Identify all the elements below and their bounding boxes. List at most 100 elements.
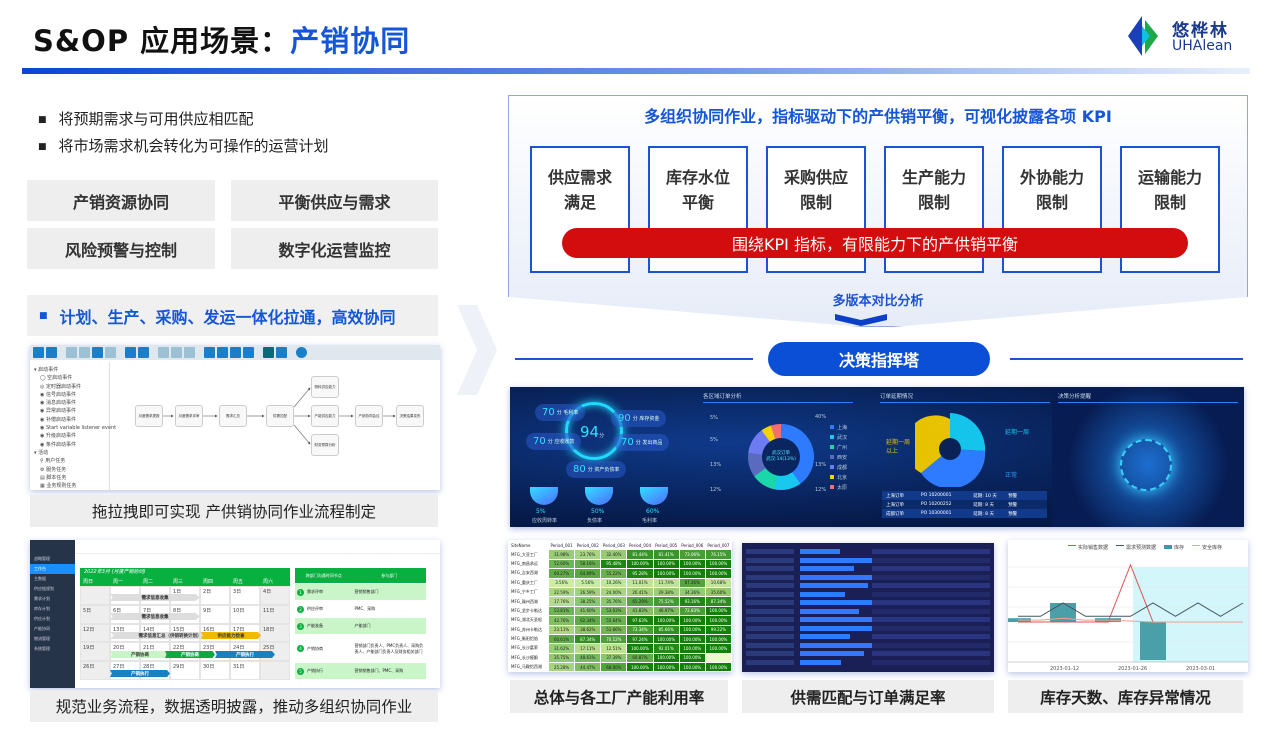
flow-node[interactable]: 物料供应能力 xyxy=(311,376,339,398)
flow-node[interactable]: 需求汇总 xyxy=(219,405,247,427)
calendar-day[interactable]: 5日 xyxy=(80,604,110,624)
flow-node[interactable]: 月度需求提报 xyxy=(135,405,163,427)
palette-item[interactable]: ◉ 升级启动事件 xyxy=(40,433,76,440)
sidebar-item[interactable]: 供应链规划 xyxy=(34,586,54,591)
sidebar-item[interactable]: 战略管理 xyxy=(34,556,50,561)
zoom-reset-icon[interactable] xyxy=(230,347,241,358)
help-icon[interactable] xyxy=(296,347,307,358)
palette-item[interactable]: ◉ 异常启动事件 xyxy=(40,408,76,415)
column-header[interactable]: SiteName xyxy=(508,539,549,551)
legend-item[interactable]: 需求预测数据 xyxy=(1116,544,1156,551)
palette-item[interactable]: ▦ 业务规则任务 xyxy=(40,483,77,490)
sidebar-item[interactable]: 工作台 xyxy=(30,564,75,574)
route-icon[interactable] xyxy=(276,347,287,358)
palette-item[interactable]: ◉ Start variable listener event xyxy=(40,425,117,432)
calendar-day[interactable]: 18日 xyxy=(260,623,290,643)
calendar-day[interactable]: 31日 xyxy=(230,661,260,680)
calendar-day[interactable]: 19日 xyxy=(80,642,110,662)
legend-item[interactable]: 安全库存 xyxy=(1192,544,1222,551)
sidebar-item[interactable]: 主数据 xyxy=(34,576,46,581)
flow-node[interactable]: 决策结果发布 xyxy=(396,405,424,427)
column-header[interactable]: Period_002 xyxy=(574,539,602,551)
calendar-day[interactable]: 26日 xyxy=(80,661,110,680)
calendar-day[interactable] xyxy=(260,661,290,680)
palette-item[interactable]: ▾ 活动 xyxy=(34,449,49,456)
paste-icon[interactable] xyxy=(92,347,103,358)
palette-item[interactable]: ◉ 补偿启动事件 xyxy=(40,416,76,423)
fit-icon[interactable] xyxy=(243,347,254,358)
palette-item[interactable]: ⚲ 用户任务 xyxy=(40,458,66,465)
palette-item[interactable]: ⚙ 服务任务 xyxy=(40,466,67,473)
column-header[interactable]: Period_005 xyxy=(652,539,680,551)
safety-line xyxy=(1018,617,1243,623)
column-header[interactable]: Period_003 xyxy=(600,539,628,551)
delete-icon[interactable] xyxy=(105,347,116,358)
calendar-day[interactable]: 2日 xyxy=(200,586,230,605)
undo-icon[interactable] xyxy=(138,347,149,358)
bullet-2: 将市场需求机会转化为可操作的运营计划 xyxy=(38,135,329,156)
column-header[interactable]: Period_001 xyxy=(547,539,576,551)
calendar-day[interactable]: 9日 xyxy=(200,604,230,624)
connect-icon[interactable] xyxy=(184,347,195,358)
sidebar-item[interactable]: 供应计划 xyxy=(34,616,50,621)
legend-item[interactable]: 库存 xyxy=(1164,544,1184,551)
site-name: MFG_吉安西湖 xyxy=(508,568,549,579)
sidebar-item[interactable]: 需求计划 xyxy=(34,596,50,601)
calendar-day[interactable]: 30日 xyxy=(200,661,230,680)
calendar-day[interactable]: 11日 xyxy=(260,604,290,624)
palette-item[interactable]: ◉ 消息启动事件 xyxy=(40,400,76,407)
bend-icon[interactable] xyxy=(171,347,182,358)
sidebar-item[interactable]: 系统管理 xyxy=(34,646,50,651)
flow-node[interactable]: 供需匹配 xyxy=(266,405,294,427)
calendar-day[interactable]: 29日 xyxy=(170,661,200,680)
layout-icon[interactable] xyxy=(263,347,274,358)
redo-icon[interactable] xyxy=(125,347,136,358)
column-header[interactable]: Period_004 xyxy=(626,539,654,551)
cut-icon[interactable] xyxy=(66,347,77,358)
save-icon[interactable] xyxy=(33,347,44,358)
check-icon[interactable] xyxy=(46,347,57,358)
column-header[interactable]: Period_007 xyxy=(704,539,733,551)
palette-item[interactable]: ◎ 定时器启动事件 xyxy=(40,383,81,390)
flow-node[interactable]: 产能供应能力 xyxy=(311,405,339,427)
palette-item[interactable]: ◯ 空启动事件 xyxy=(40,375,73,382)
copy-icon[interactable] xyxy=(79,347,90,358)
calendar-day[interactable]: 3日 xyxy=(230,586,260,605)
decision-tower-button[interactable]: 决策指挥塔 xyxy=(768,342,990,376)
flow-node[interactable]: 产销协同会议 xyxy=(355,405,383,427)
flow-node[interactable]: 财务预算分析 xyxy=(311,434,339,456)
calendar-day[interactable] xyxy=(80,586,110,605)
align-icon[interactable] xyxy=(158,347,169,358)
calendar-day[interactable]: 10日 xyxy=(230,604,260,624)
zoom-in-icon[interactable] xyxy=(204,347,215,358)
zoom-out-icon[interactable] xyxy=(217,347,228,358)
calendar-day[interactable]: 4日 xyxy=(260,586,290,605)
palette-item[interactable]: ◉ 信号启动事件 xyxy=(40,391,76,398)
palette-item[interactable]: ▾ 启动事件 xyxy=(34,367,59,373)
calendar-day[interactable]: 12日 xyxy=(80,623,110,643)
palette-item[interactable]: ▤ 脚本任务 xyxy=(40,474,67,481)
sidebar-item[interactable]: 库存计划 xyxy=(34,606,50,611)
sidebar-item[interactable]: 产能协同 xyxy=(34,626,50,631)
column-header[interactable]: Period_006 xyxy=(678,539,706,551)
palette-item[interactable]: ◉ 条件启动事件 xyxy=(40,441,76,448)
sidebar-item[interactable]: 物流管理 xyxy=(34,636,50,641)
flow-node[interactable]: 月度需求评审 xyxy=(175,405,203,427)
legend-item[interactable]: 实际销售数据 xyxy=(1068,544,1108,551)
